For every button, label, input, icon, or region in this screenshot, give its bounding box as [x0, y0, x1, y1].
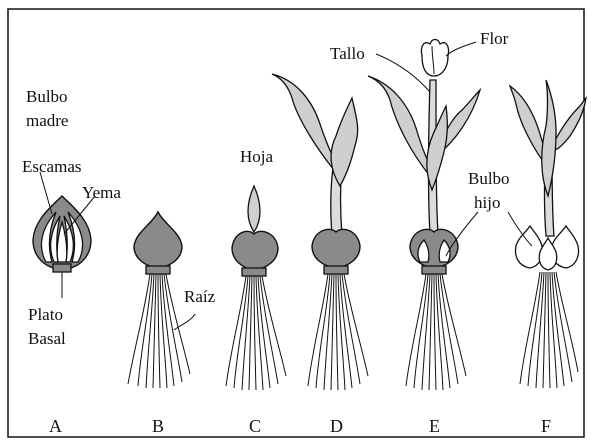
stage-label-f: F	[541, 416, 551, 436]
stage-c-roots	[226, 276, 286, 390]
leader-escamas	[40, 172, 52, 214]
stage-label-c: C	[249, 416, 261, 436]
stage-f-bulb-left	[516, 226, 543, 268]
stage-b-roots	[128, 274, 190, 388]
stage-d-leaf-left	[272, 74, 338, 170]
stage-label-d: D	[330, 416, 343, 436]
stage-label-a: A	[49, 416, 62, 436]
stage-f-roots	[520, 272, 578, 388]
leader-flor	[446, 42, 476, 56]
label-yema: Yema	[82, 183, 121, 202]
stage-c-sprout	[226, 186, 286, 390]
label-bulbo-hijo-1: Bulbo	[468, 169, 510, 188]
stage-e-leaf-left	[368, 76, 434, 176]
label-plato-basal-1: Plato	[28, 305, 63, 324]
stage-e-roots	[406, 274, 466, 390]
stage-d-roots	[308, 274, 368, 390]
stage-e-flower	[421, 40, 448, 77]
stage-d-leaf-right	[331, 98, 358, 186]
stage-d-leafy-plant	[272, 74, 368, 390]
stage-label-e: E	[429, 416, 440, 436]
stage-e-flowering-plant	[368, 40, 480, 391]
label-escamas: Escamas	[22, 157, 81, 176]
label-bulbo-madre-2: madre	[26, 111, 68, 130]
label-bulbo-hijo-2: hijo	[474, 193, 500, 212]
basal-plate	[53, 264, 71, 272]
label-hoja: Hoja	[240, 147, 274, 166]
stage-c-leaf	[248, 186, 260, 232]
label-flor: Flor	[480, 29, 509, 48]
stage-label-b: B	[152, 416, 164, 436]
label-bulbo-madre-1: Bulbo	[26, 87, 68, 106]
label-plato-basal-2: Basal	[28, 329, 66, 348]
frame-border	[8, 9, 584, 437]
stage-f-new-bulbs	[508, 80, 586, 388]
label-tallo: Tallo	[330, 44, 365, 63]
label-raiz: Raíz	[184, 287, 216, 306]
